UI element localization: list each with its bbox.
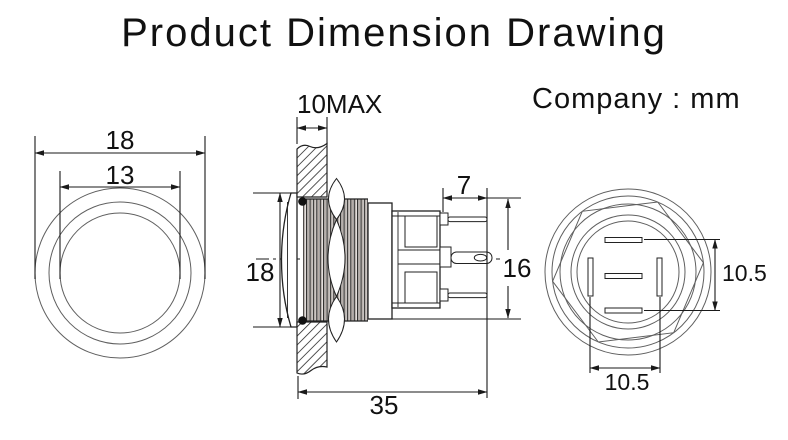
panel-hatch-bottom bbox=[296, 321, 328, 375]
body-flange bbox=[367, 202, 393, 320]
back-view-drawing: 10.5 10.5 bbox=[544, 188, 767, 395]
pin-hole bbox=[473, 253, 488, 262]
side-view-drawing: 10MAX 18 7 16 35 bbox=[246, 89, 532, 420]
side-dimension-lines bbox=[253, 117, 521, 399]
dim-label-total-length: 35 bbox=[370, 390, 399, 420]
dim-label-body-height: 16 bbox=[503, 253, 532, 283]
dim-label-panel-thickness: 10MAX bbox=[297, 89, 382, 119]
units-note: Company : mm bbox=[532, 83, 741, 115]
dim-label-pin-length: 7 bbox=[457, 170, 471, 200]
hex-nut-profile bbox=[327, 177, 346, 343]
dim-label-front-button-diameter: 13 bbox=[106, 160, 135, 190]
dim-label-pin-spacing-horizontal: 10.5 bbox=[605, 369, 650, 395]
front-dimension-lines bbox=[34, 136, 206, 279]
back-terminal-pins bbox=[587, 237, 663, 314]
o-ring-seals bbox=[298, 197, 307, 325]
back-circles bbox=[544, 188, 712, 356]
back-dimension-lines bbox=[589, 238, 720, 373]
dim-label-side-head-diameter: 18 bbox=[246, 257, 275, 287]
front-view-drawing: 18 13 bbox=[34, 125, 206, 359]
switch-housing bbox=[391, 210, 441, 309]
page-title: Product Dimension Drawing bbox=[121, 11, 667, 55]
dim-label-front-outer-diameter: 18 bbox=[106, 125, 135, 155]
hex-nut-outline bbox=[552, 201, 704, 343]
terminal-pins bbox=[439, 212, 493, 302]
dim-label-pin-spacing-vertical: 10.5 bbox=[722, 260, 767, 286]
panel-hatch-top bbox=[296, 142, 328, 198]
